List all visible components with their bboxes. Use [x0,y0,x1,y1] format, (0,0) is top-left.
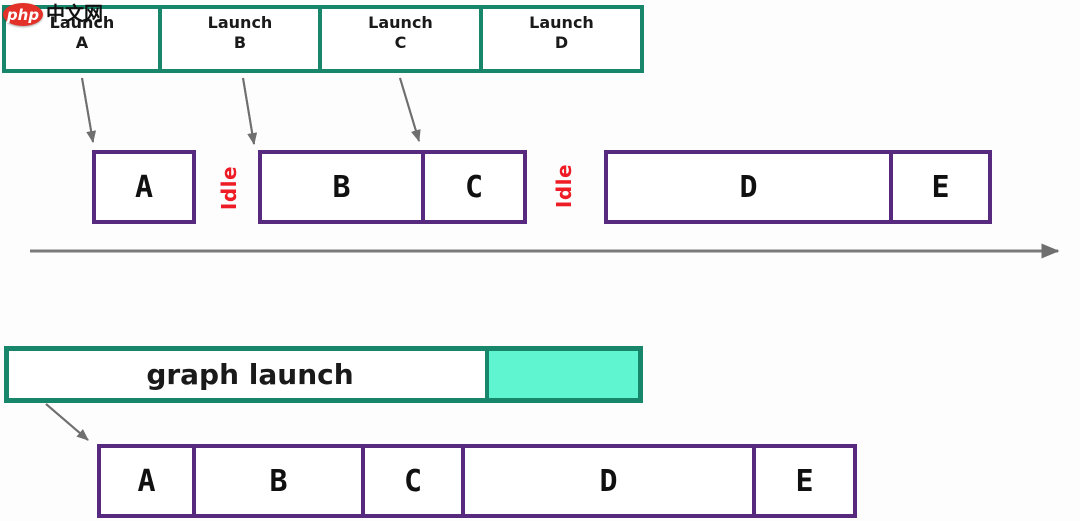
graph-launch-label: graph launch [146,358,354,391]
watermark-label: 中文网 [46,3,104,25]
launch-box-b: Launch B [158,5,322,73]
launch-a-line2: A [75,33,89,52]
serial-kernel-b: B [258,150,425,224]
launch-c-line2: C [394,33,407,52]
launch-d-line1: Launch [529,13,594,32]
arrow-graph-launch-to-row [45,403,89,441]
idle-label-2: Idle [552,163,576,209]
serial-kernel-a: A [92,150,196,224]
serial-kernel-e: E [889,150,992,224]
graph-kernel-e: E [752,444,857,518]
launch-c-line1: Launch [368,13,433,32]
launch-b-line1: Launch [207,13,273,32]
arrow-launch-a-to-kernel-a [81,77,94,143]
idle-label-1: Idle [217,165,241,211]
serial-kernel-d: D [604,150,893,224]
graph-kernel-c: C [361,444,465,518]
launch-box-d: Launch D [479,5,644,73]
serial-kernel-c: C [421,150,527,224]
arrowhead-2 [242,77,258,145]
arrowhead-4 [45,403,89,441]
graph-kernel-b: B [192,444,365,518]
launch-a-line1: Launch [49,13,115,32]
graph-launch-fill-segment [485,351,638,398]
graph-launch-box: graph launch [4,346,643,403]
launch-d-line2: D [554,33,569,52]
arrow-launch-b-to-kernel-b [242,77,255,145]
arrowhead-3 [399,77,421,142]
launch-box-c: Launch C [318,5,483,73]
php-cn-watermark: php 中文网 [3,3,103,26]
graph-kernel-d: D [461,444,756,518]
arrowhead-1 [81,77,97,143]
launch-b-line2: B [233,33,247,52]
arrow-launch-c-to-kernel-c [399,77,420,142]
graph-kernel-a: A [97,444,196,518]
php-logo-icon: php [3,3,43,26]
